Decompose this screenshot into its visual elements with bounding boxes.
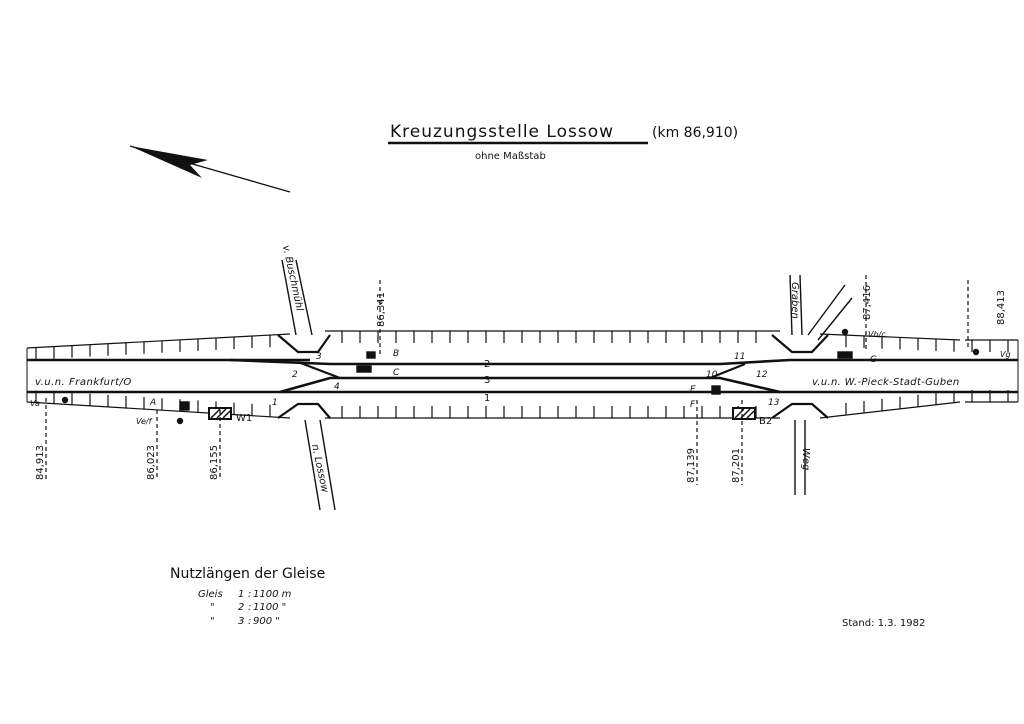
km-86-341: 86,341 (376, 292, 387, 327)
switch-number-11: 11 (734, 352, 745, 362)
direction-right: v.u.n. W.-Pieck-Stadt-Guben (812, 377, 960, 388)
road-label-bottom-left: n. Lossow (309, 443, 330, 494)
signal-Vg: Vg (1000, 350, 1011, 359)
km-87-416: 87,416 (862, 285, 873, 320)
legend-row-1-length: 1100 m (253, 589, 292, 600)
track-number-3: 3 (484, 375, 490, 386)
legend-heading: Nutzlängen der Gleise (170, 566, 325, 582)
switch-number-13: 13 (768, 398, 780, 408)
km-87-201: 87,201 (731, 448, 742, 483)
tracks (26, 340, 1019, 402)
signal-symbols (61, 328, 980, 425)
legend-row-2-track: 2 (238, 602, 244, 613)
signal-A: A (149, 398, 156, 408)
km-86-023: 86,023 (146, 445, 157, 480)
legend-row-3-label: " (210, 616, 215, 627)
track-colon-3: : (248, 616, 251, 627)
km-84-913: 84,913 (35, 445, 46, 480)
embankment-top (26, 330, 1018, 360)
km-88-413: 88,413 (996, 290, 1007, 325)
legend-row-3: " 3 900 " (210, 616, 280, 627)
track-number-2: 2 (484, 359, 490, 370)
road-label-top-right: Graben (789, 282, 800, 319)
legend-row-2-length: 1100 " (253, 602, 286, 613)
switch-number-10: 10 (706, 370, 718, 380)
building-B2-label: B2 (759, 416, 772, 427)
legend-row-3-track: 3 (238, 616, 244, 627)
switch-number-2: 2 (292, 370, 298, 380)
title-subtitle: ohne Maßstab (475, 151, 546, 162)
road-crossings (277, 259, 853, 511)
signal-B: B (393, 349, 399, 359)
km-86-155: 86,155 (209, 445, 220, 480)
switch-number-12: 12 (756, 370, 768, 380)
signal-F: F (690, 400, 696, 410)
legend-row-1: Gleis 1 1100 m (198, 589, 292, 600)
legend-row-1-label: Gleis (198, 589, 223, 600)
building-B2-icon (732, 407, 756, 420)
track-colon-2: : (248, 602, 251, 613)
embankment-bottom (26, 390, 1018, 419)
switch-number-3: 3 (316, 352, 322, 362)
track-number-1: 1 (484, 393, 490, 404)
road-label-top-left: v. Buschmühl (280, 244, 305, 312)
track-colon-1: : (248, 589, 251, 600)
signal-Vef: Ve/f (136, 417, 153, 426)
direction-left: v.u.n. Frankfurt/O (35, 377, 132, 388)
road-label-bottom-right: Weg (800, 448, 811, 470)
building-W1-label: W1 (236, 413, 252, 424)
switch-number-4: 4 (334, 382, 340, 392)
title-main: Kreuzungsstelle Lossow (390, 122, 614, 142)
north-arrow-icon (129, 145, 291, 193)
signal-Va: Va (30, 399, 40, 408)
title-km: (km 86,910) (652, 125, 738, 141)
legend-row-3-length: 900 " (253, 616, 280, 627)
stand-date: Stand: 1.3. 1982 (842, 618, 925, 629)
legend-row-2: " 2 1100 " (210, 602, 286, 613)
signal-Vbc: Vb/c (868, 330, 886, 339)
signal-E: E (690, 385, 696, 395)
signal-G: G (870, 355, 877, 365)
legend-row-2-label: " (210, 602, 215, 613)
legend-row-1-track: 1 (238, 589, 244, 600)
signal-C: C (393, 368, 400, 378)
km-87-139: 87,139 (686, 448, 697, 483)
switch-number-1: 1 (272, 398, 278, 408)
kilometer-dash-lines (45, 275, 969, 485)
